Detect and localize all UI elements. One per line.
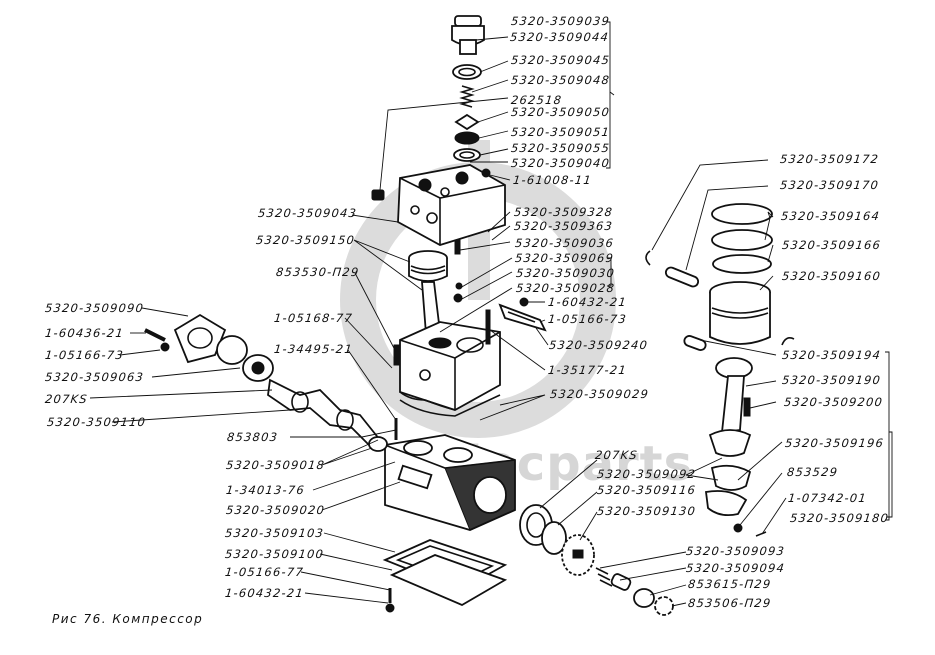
part-label: 5320-3509110 [46, 415, 147, 429]
washer-part [452, 64, 482, 80]
part-label: 5320-3509043 [257, 206, 358, 220]
part-label: 5320-3509150 [255, 233, 356, 247]
washer2-part [633, 588, 655, 608]
part-label: 853506-П29 [687, 596, 773, 610]
part-label: 5320-3509039 [510, 14, 611, 28]
part-label: 1-34495-21 [273, 342, 354, 356]
seal-part [541, 521, 567, 555]
part-label: 1-35177-21 [547, 363, 628, 377]
part-label: 1-34013-76 [225, 483, 306, 497]
cylinder-head-part [397, 164, 506, 255]
part-label: 5320-3509090 [44, 301, 145, 315]
crankshaft-part [267, 378, 388, 452]
part-label: 1-60436-21 [44, 326, 125, 340]
part-label: 5320-3509194 [781, 348, 882, 362]
part-label: 5320-3509051 [510, 125, 611, 139]
part-label: 5320-3509028 [515, 281, 616, 295]
drive-gear-part [561, 534, 595, 576]
part-label: 5320-3509190 [781, 373, 882, 387]
part-label: 5320-3509069 [514, 251, 615, 265]
circlip-part [645, 250, 651, 266]
right-conrod-part [704, 357, 753, 517]
part-label: 1-05166-73 [547, 312, 628, 326]
part-label: 5320-3509040 [510, 156, 611, 170]
part-label: 853615-П29 [687, 577, 773, 591]
part-label: 5320-3509029 [549, 387, 650, 401]
part-label: 5320-3509030 [515, 266, 616, 280]
part-label: 5320-3509180 [789, 511, 890, 525]
spring-part [459, 85, 475, 108]
part-label: 1-61008-11 [512, 173, 593, 187]
ring-part [453, 148, 481, 162]
part-label: 5320-3509172 [779, 152, 880, 166]
part-label: 207KS [44, 392, 89, 406]
part-label: 5320-3509196 [784, 436, 885, 450]
part-label: 5320-3509063 [44, 370, 145, 384]
crankcase-part [384, 434, 516, 531]
nut-part [610, 573, 632, 591]
part-label: 5320-3509103 [224, 526, 325, 540]
figure-caption: Рис 76. Компрессор [52, 612, 204, 626]
part-label: 1-07342-01 [787, 491, 868, 505]
part-label: 5320-3509044 [509, 30, 610, 44]
side-cover-part [498, 303, 547, 332]
part-label: 5320-3509166 [781, 238, 882, 252]
part-label: 5320-3509160 [781, 269, 882, 283]
part-label: 5320-3509170 [779, 178, 880, 192]
part-label: 853530-П29 [275, 265, 361, 279]
part-label: 5320-3509240 [548, 338, 649, 352]
part-label: 5320-3509093 [685, 544, 786, 558]
stud-part [371, 189, 385, 201]
piston-rings-part [711, 203, 773, 274]
part-label: 5320-3509020 [225, 503, 326, 517]
part-label: 5320-3509116 [596, 483, 697, 497]
part-label: 1-60432-21 [224, 586, 305, 600]
bottom-cover-part [382, 539, 508, 607]
part-label: 5320-3509094 [685, 561, 786, 575]
part-label: 5320-3509100 [224, 547, 325, 561]
part-label: 5320-3509092 [596, 467, 697, 481]
part-label: 1-05166-77 [224, 565, 305, 579]
part-label: 5320-3509036 [514, 236, 615, 250]
part-label: 1-05166-73 [44, 348, 125, 362]
part-label: 5320-3509328 [513, 205, 614, 219]
part-label: 5320-3509055 [510, 141, 611, 155]
part-label: 5320-3509045 [510, 53, 611, 67]
piston-pin-part [664, 266, 700, 288]
cylinder-block-part [399, 321, 501, 417]
part-label: 5320-3509050 [510, 105, 611, 119]
castle-nut-part [654, 596, 674, 616]
part-label: 5320-3509018 [225, 458, 326, 472]
part-label: 1-05168-77 [273, 311, 354, 325]
part-label: 5320-3509200 [783, 395, 884, 409]
valve-seat-part [454, 131, 480, 145]
part-label: 207KS [594, 448, 639, 462]
part-label: 853803 [226, 430, 279, 444]
valve-cap-part [451, 15, 485, 55]
part-label: 1-60432-21 [547, 295, 628, 309]
leader-lines [89, 21, 893, 607]
valve-plate-part [454, 113, 480, 131]
center-piston-part [408, 250, 448, 282]
part-label: 853529 [786, 465, 839, 479]
part-label: 5320-3509048 [510, 73, 611, 87]
part-label: 5320-3509363 [513, 219, 614, 233]
part-label: 5320-3509164 [780, 209, 881, 223]
right-piston-part [709, 281, 771, 345]
part-label: 5320-3509130 [596, 504, 697, 518]
crankshaft-flange-part [173, 313, 274, 382]
